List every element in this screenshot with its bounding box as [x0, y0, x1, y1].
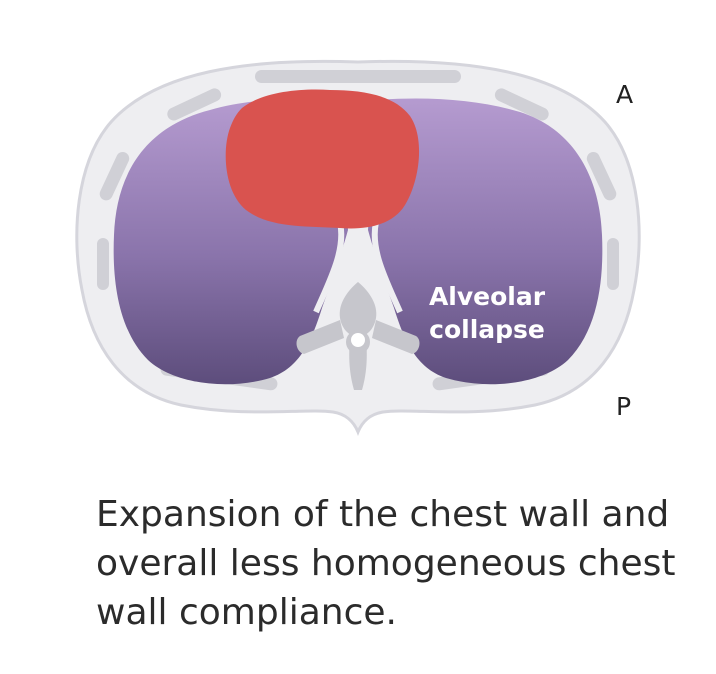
chest-cross-section-diagram: [75, 59, 641, 437]
posterior-label: P: [616, 392, 632, 421]
caption-line1: Expansion of the chest wall and: [96, 494, 670, 535]
alveolar-collapse-label: Alveolar collapse: [412, 280, 562, 346]
heart: [225, 89, 420, 229]
caption-line2: overall less homogeneous chest: [96, 543, 676, 584]
region-label-line1: Alveolar: [428, 282, 546, 311]
diagram-caption: Expansion of the chest wall and overall …: [96, 490, 706, 637]
right-lung: [368, 98, 603, 385]
region-label-line2: collapse: [429, 315, 545, 344]
anterior-label: A: [616, 80, 634, 109]
caption-line3: wall compliance.: [96, 592, 397, 633]
mediastinum: [313, 221, 403, 314]
spinal-canal: [351, 333, 365, 347]
